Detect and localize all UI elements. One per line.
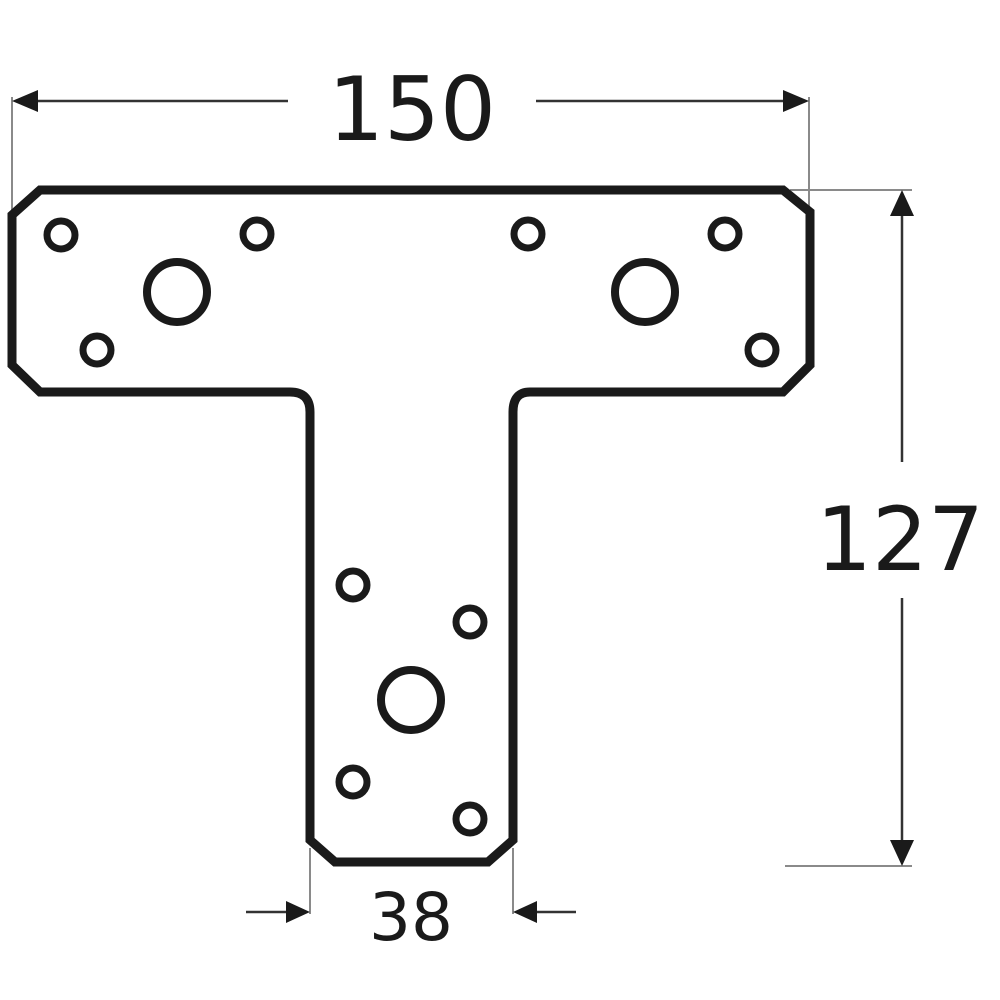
height-label: 127 xyxy=(816,488,984,591)
width-label: 150 xyxy=(328,58,496,161)
height-dimension: 127 xyxy=(816,190,984,866)
small-hole xyxy=(79,332,115,368)
arrow-left-icon xyxy=(12,90,38,112)
arrow-down-icon xyxy=(890,840,914,866)
small-hole xyxy=(43,217,79,253)
large-hole xyxy=(611,258,679,326)
small-hole xyxy=(335,567,371,603)
arrow-right-icon xyxy=(286,901,310,923)
arrow-right-icon xyxy=(783,90,809,112)
small-hole xyxy=(452,801,488,837)
small-hole xyxy=(452,604,488,640)
small-holes xyxy=(43,216,780,837)
small-hole xyxy=(707,216,743,252)
width-dimension: 150 xyxy=(12,58,809,161)
plate-outline xyxy=(7,185,815,867)
small-hole xyxy=(744,332,780,368)
small-hole xyxy=(239,216,275,252)
large-hole xyxy=(143,258,211,326)
arrow-up-icon xyxy=(890,190,914,216)
extension-lines xyxy=(11,97,912,914)
small-hole xyxy=(335,764,371,800)
stem-width-label: 38 xyxy=(369,879,453,956)
large-holes xyxy=(143,258,679,734)
arrow-left-icon xyxy=(513,901,537,923)
small-hole xyxy=(510,216,546,252)
stem-width-dimension: 38 xyxy=(246,879,576,956)
large-hole xyxy=(377,666,445,734)
